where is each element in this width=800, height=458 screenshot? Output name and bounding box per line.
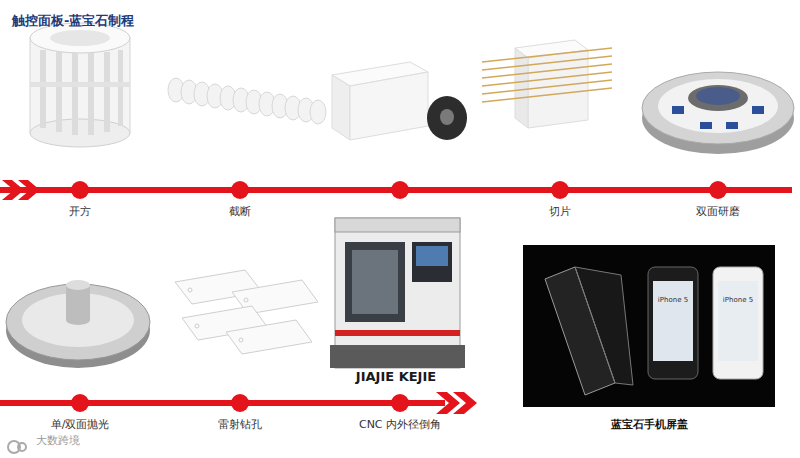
process-step: 雷射钻孔 — [214, 394, 266, 432]
timeline-dot — [71, 181, 89, 199]
timeline-dot — [231, 394, 249, 412]
timeline-dot — [551, 181, 569, 199]
timeline-connector — [95, 187, 225, 193]
process-step: 开方 — [65, 181, 95, 219]
timeline-dot — [231, 181, 249, 199]
rod-figure — [168, 78, 326, 124]
product-panel: 蓝宝石手机屏盖 — [523, 245, 775, 432]
step-label: 截断 — [225, 204, 255, 219]
timeline-bar — [0, 180, 792, 414]
timeline-connector — [266, 400, 355, 406]
plate-figure — [175, 270, 318, 354]
product-caption: 蓝宝石手机屏盖 — [523, 417, 775, 432]
step-label: CNC 内外径倒角 — [355, 417, 446, 432]
diagram-title: 触控面板-蓝宝石制程 — [12, 12, 134, 30]
step-label: 雷射钻孔 — [214, 417, 266, 432]
step-label: 单/双面抛光 — [47, 417, 114, 432]
cnc-machine-figure — [330, 218, 465, 368]
watermark-logo — [8, 441, 26, 453]
step-label: 双面研磨 — [692, 204, 744, 219]
process-step: 双面研磨 — [692, 181, 744, 219]
timeline-dot — [391, 181, 409, 199]
block-figure — [332, 62, 467, 140]
process-step: 单/双面抛光 — [47, 394, 114, 432]
boule-figure — [30, 23, 130, 147]
lapping-figure — [642, 72, 794, 154]
screen-text: iPhone 5 — [658, 296, 688, 304]
phone-illustration — [523, 245, 775, 407]
product-photo — [523, 245, 775, 407]
process-step: CNC 内外径倒角 — [355, 394, 446, 432]
step-label: 切片 — [545, 204, 575, 219]
timeline-dot — [709, 181, 727, 199]
process-step: 截断 — [225, 181, 255, 219]
timeline-connector — [575, 187, 692, 193]
timeline-dot — [391, 394, 409, 412]
step-label: 开方 — [65, 204, 95, 219]
watermark: 大数跨境 — [36, 433, 80, 448]
machine-brand: JIAJIE KEJIE — [356, 369, 436, 384]
process-step: 切片 — [545, 181, 575, 219]
screen-text: iPhone 5 — [723, 296, 753, 304]
timeline-dot — [71, 394, 89, 412]
polishing-figure — [6, 280, 150, 368]
wire-saw-figure — [482, 40, 612, 128]
timeline-connector — [114, 400, 215, 406]
